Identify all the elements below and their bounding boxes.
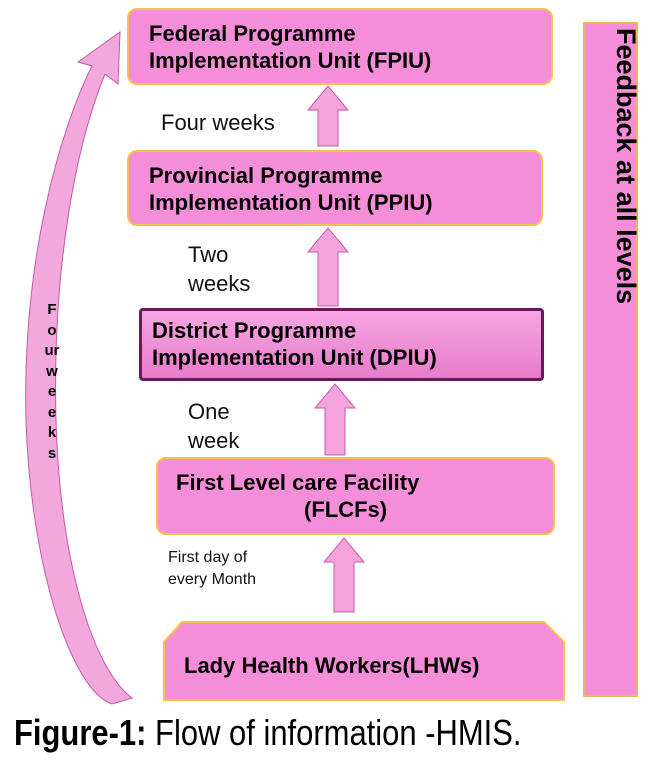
dpiu-line-2: Implementation Unit (DPIU) — [152, 345, 437, 370]
arrow-dpiu-to-ppiu — [306, 227, 350, 307]
note-first-day-line-1: First day of — [168, 549, 248, 566]
ppiu-line-2: Implementation Unit (PPIU) — [149, 190, 433, 215]
note-one-week-line-2: week — [188, 428, 240, 453]
lhw-shape — [163, 621, 565, 701]
lhw-label: Lady Health Workers(LHWs) — [184, 653, 480, 678]
note-four-weeks-text: Four weeks — [161, 110, 275, 135]
ppiu-line-1: Provincial Programme — [149, 163, 383, 188]
feedback-label: Feedback at all levels — [611, 28, 641, 305]
note-one-week: One week — [188, 397, 239, 455]
fpiu-line-1: Federal Programme — [149, 21, 356, 46]
note-first-day: First day of every Month — [168, 547, 256, 591]
arrow-lhw-to-flcf — [322, 537, 366, 613]
box-fpiu: Federal Programme Implementation Unit (F… — [127, 8, 553, 85]
dpiu-line-1: District Programme — [152, 318, 357, 343]
note-two-weeks-line-1: Two — [188, 242, 229, 267]
box-lhw: Lady Health Workers(LHWs) — [162, 620, 566, 702]
arrow-flcf-to-dpiu — [313, 383, 357, 456]
arrow-ppiu-to-fpiu — [306, 85, 350, 147]
curved-arrow — [25, 31, 134, 705]
flcf-line-2: (FLCFs) — [304, 497, 388, 522]
caption-prefix: Figure-1: — [14, 712, 147, 753]
feedback-bar — [583, 22, 638, 697]
note-two-weeks: Two weeks — [188, 240, 250, 298]
note-one-week-line-1: One — [188, 399, 230, 424]
box-dpiu: District Programme Implementation Unit (… — [139, 308, 544, 381]
fpiu-line-2: Implementation Unit (FPIU) — [149, 48, 432, 73]
figure-caption: Figure-1: Flow of information -HMIS. — [14, 712, 522, 754]
curved-arrow-label: Fourweeks — [44, 301, 60, 462]
box-flcf: First Level care Facility (FLCFs) — [156, 457, 555, 535]
note-two-weeks-line-2: weeks — [188, 271, 251, 296]
note-four-weeks: Four weeks — [161, 108, 275, 137]
caption-text: Flow of information -HMIS. — [146, 712, 522, 753]
box-ppiu: Provincial Programme Implementation Unit… — [127, 150, 543, 226]
flcf-line-1: First Level care Facility — [176, 470, 420, 495]
note-first-day-line-2: every Month — [168, 571, 257, 588]
